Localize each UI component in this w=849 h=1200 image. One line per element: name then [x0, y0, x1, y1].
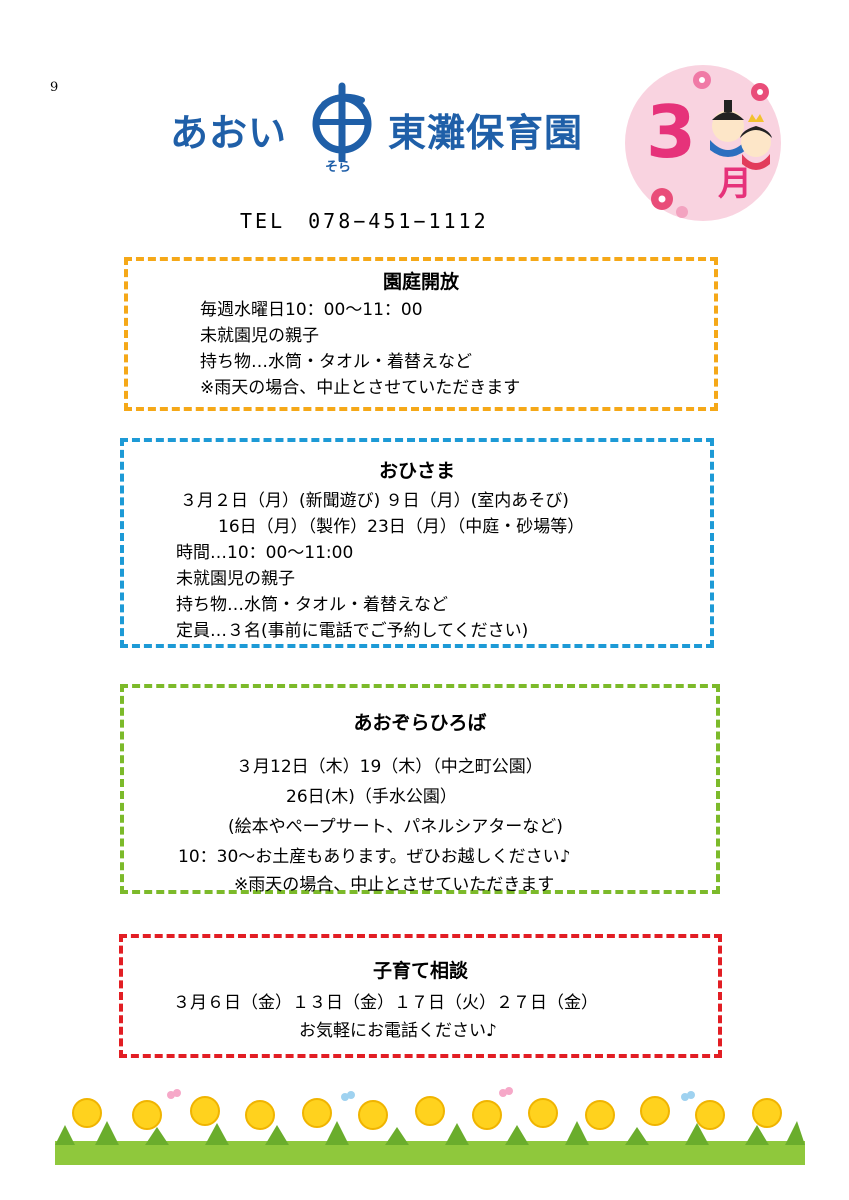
section-line: (絵本やぺープサート、パネルシアターなど): [228, 817, 563, 837]
dandelion-border-icon: [55, 1087, 805, 1165]
section-line: ３月２日（月）(新聞遊び) ９日（月）(室内あそび): [180, 491, 569, 511]
section-line: 未就園児の親子: [176, 569, 295, 589]
section-line: 持ち物…水筒・タオル・着替えなど: [200, 352, 472, 372]
section-title: おひさま: [378, 460, 455, 482]
section-line: 16日（月）（製作）23日（月）（中庭・砂場等）: [218, 517, 585, 537]
logo-text-aoi: あおい: [170, 111, 288, 155]
month-unit: 月: [718, 164, 752, 204]
section-title: あおぞらひろば: [353, 712, 487, 734]
section-line: 定員…３名(事前に電話でご予約してください): [176, 621, 529, 641]
section-parenting-consultation: 子育て相談 ３月６日（金）１３日（金）１７日（火）２７日（金） お気軽にお電話く…: [119, 934, 722, 1058]
plum-blossom-icon: [693, 71, 711, 89]
section-line: ３月12日（木）19（木）（中之町公園）: [236, 757, 543, 777]
hina-doll-emperor-icon: [710, 100, 746, 157]
month-badge: 3 月: [624, 64, 782, 222]
month-number: 3: [646, 90, 697, 174]
section-line: 未就園児の親子: [200, 326, 319, 346]
telephone-number: TEL 078−451−1112: [240, 209, 489, 233]
page-number: 9: [50, 80, 59, 95]
section-line: 持ち物…水筒・タオル・着替えなど: [176, 595, 448, 615]
section-line: 毎週水曜日10：00〜11：00: [200, 300, 423, 320]
butterfly-icon: [167, 1089, 181, 1099]
section-line: ※雨天の場合、中止とさせていただきます: [234, 875, 555, 895]
sky-kanji-logo-icon: [312, 82, 372, 162]
section-line: 26日(木)（手水公園）: [286, 787, 457, 807]
logo-text-nursery-name: 東灘保育園: [388, 111, 584, 155]
section-ohisama: おひさま ３月２日（月）(新聞遊び) ９日（月）(室内あそび) 16日（月）（製…: [120, 438, 714, 648]
hinamatsuri-badge-icon: [625, 65, 781, 221]
section-garden-open: 園庭開放 毎週水曜日10：00〜11：00 未就園児の親子 持ち物…水筒・タオル…: [124, 257, 718, 411]
nursery-logo: あおい そら 東灘保育園: [170, 80, 610, 180]
logo-sub-text: そら: [325, 160, 352, 175]
section-title: 子育て相談: [372, 960, 468, 982]
section-line: ※雨天の場合、中止とさせていただきます: [200, 378, 521, 398]
section-title: 園庭開放: [382, 271, 459, 293]
section-line: 10：30〜お土産もあります。ぜひお越しください♪: [178, 847, 571, 867]
section-line: ３月６日（金）１３日（金）１７日（火）２７日（金）: [173, 993, 598, 1013]
section-aozora-hiroba: あおぞらひろば ３月12日（木）19（木）（中之町公園） 26日(木)（手水公園…: [120, 684, 720, 895]
section-line: 時間…10：00〜11:00: [176, 543, 354, 563]
hina-doll-empress-icon: [740, 114, 772, 170]
section-line: お気軽にお電話ください♪: [299, 1021, 497, 1041]
